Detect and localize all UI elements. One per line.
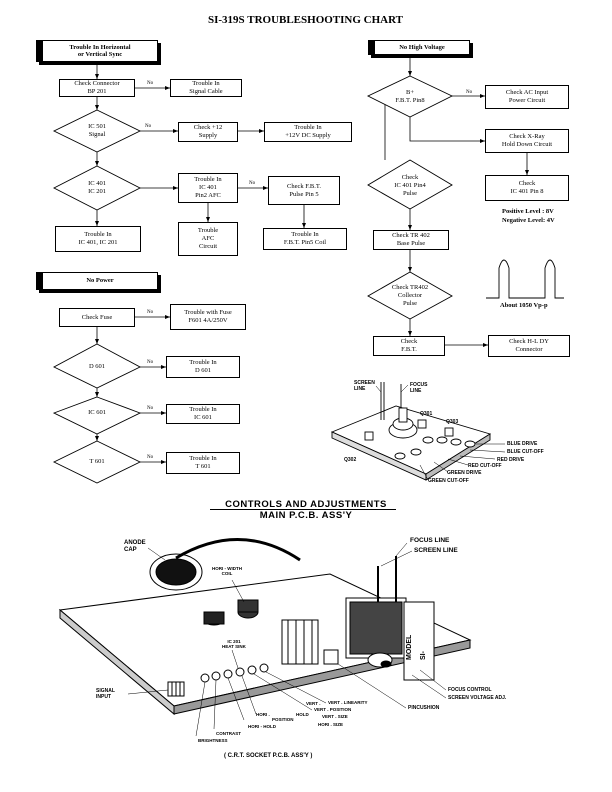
no-label: No [147,360,154,365]
check-hl-dy-box: Check H-L DY Connector [488,335,570,357]
vert-linearity-label: VERT . LINEARITY [328,700,368,705]
controls-subheading: MAIN P.C.B. ASS'Y [259,510,353,521]
trouble-t601-box: Trouble In T 601 [166,452,240,474]
trouble-12v-box: Trouble In +12V DC Supply [264,122,352,142]
q302-label: Q302 [344,457,357,463]
diamond-bplus [366,75,454,118]
trouble-d601-box: Trouble In D 601 [166,356,240,378]
hori-width-coil-label: HORI - WIDTH COIL [212,566,242,576]
t601-label: T 601 [89,458,105,466]
vert-size-label: VERT . SIZE [322,714,348,719]
si-label: SI- [420,651,427,660]
heading-underline [210,509,396,510]
check-ic401-pin8-box: Check IC 401 Pin 8 [485,175,569,201]
header-no-power-label: No Power [86,277,114,285]
crt-socket-label: ( C.R.T. SOCKET P.C.B. ASS'Y ) [224,753,313,759]
no-label: No [147,310,154,315]
diamond-ic401 [53,165,141,211]
no-label: No [466,90,473,95]
no-label: No [147,455,154,460]
check-12-supply-box: Check +12 Supply [178,122,238,142]
red-cutoff-label: RED CUT-OFF [468,463,502,469]
model-label: MODEL [406,634,413,660]
header-sync-label: Trouble In Horizontal or Vertical Sync [69,43,131,58]
header-sync-trouble: Trouble In Horizontal or Vertical Sync [36,40,158,62]
q301-label: Q301 [420,411,433,417]
vert-position-label: VERT . POSITION [314,707,352,712]
green-cutoff-label: GREEN CUT-OFF [428,478,469,484]
header-no-power: No Power [36,272,158,290]
trouble-fuse-box: Trouble with Fuse F601 4A/250V [170,304,246,330]
no-label: No [147,81,154,86]
ic201-heat-sink-label: IC 201 HEAT SINK [222,639,246,649]
positive-level-text: Positive Level : 8V [502,208,554,215]
page-title: SI-319S TROUBLESHOOTING CHART [208,14,404,26]
check-xray-box: Check X-Ray Hold Down Circuit [485,129,569,153]
trouble-ic401-pin2-box: Trouble In IC 401 Pin2 AFC [178,173,238,203]
pincushion-label: PINCUSHION [408,705,440,711]
hori-position-label: POSITION [272,717,294,722]
header-no-high-voltage: No High Voltage [368,40,470,55]
brightness-label: BRIGHTNESS [198,738,228,743]
green-drive-label: GREEN DRIVE [447,470,482,476]
blue-cutoff-label: BLUE CUT-OFF [507,449,544,455]
check-fbt-box: Check F.B.T. [373,336,445,356]
negative-level-text: Negative Level: 4V [502,217,555,224]
screen-voltage-adj-label: SCREEN VOLTAGE ADJ. [448,695,507,701]
crt-focus-line-label: FOCUS LINE [410,382,428,394]
ic401-ic201-label: IC 401 IC 201 [88,180,106,195]
vert-label: VERT . [306,701,321,706]
trouble-signal-cable-box: Trouble In Signal Cable [170,79,242,97]
trouble-ic401-ic201-box: Trouble In IC 401, IC 201 [55,226,141,252]
diamond-t601 [52,440,142,484]
diamond-ic501 [52,109,142,153]
no-label: No [249,181,256,186]
red-drive-label: RED DRIVE [497,457,525,463]
q303-label: Q303 [446,419,459,425]
ic601-label: IC 601 [88,409,106,417]
bplus-label: B+ F.B.T. Pin8 [395,89,425,104]
header-hv-label: No High Voltage [399,43,445,51]
hori-label: HORI . [256,712,270,717]
about-vpp-text: About 1050 Vp-p [500,302,548,309]
ic501-signal-label: IC 501 Signal [88,123,106,138]
no-label: No [147,406,154,411]
tr402-collector-label: Check TR402 Collector Pulse [391,284,429,307]
check-fbt-pin5-box: Check F.B.T. Pulse Pin 5 [268,176,340,205]
trouble-fbt-pin5-box: Trouble In F.B.T. Pin5 Coil [263,228,347,250]
hori-size-label: HORI . SIZE [318,722,344,727]
check-tr402-box: Check TR 402 Base Pulse [373,230,449,250]
pulse-waveform [486,259,564,299]
ic401-pin4-label: Check IC 401 Pin4 Pulse [394,174,426,197]
diamond-ic601 [52,396,142,435]
trouble-afc-box: Trouble AFC Circuit [178,222,238,256]
diamond-ic401-pin4 [367,159,453,210]
check-connector-box: Check Connector BP 201 [59,79,135,97]
focus-line-label: FOCUS LINE [410,537,450,544]
diamond-d601 [53,343,141,389]
controls-heading: CONTROLS AND ADJUSTMENTS [225,499,387,510]
check-fuse-box: Check Fuse [59,308,135,327]
hold-label: HOLD [296,712,309,717]
screen-line-label: SCREEN LINE [414,547,458,554]
no-label: No [145,124,152,129]
blue-drive-label: BLUE DRIVE [507,441,538,447]
check-ac-input-box: Check AC Input Power Circuit [485,85,569,109]
trouble-ic601-box: Trouble In IC 601 [166,404,240,424]
d601-label: D 601 [88,363,106,371]
anode-cap-label: ANODE CAP [124,540,146,553]
contrast-label: CONTRAST [216,731,241,736]
diamond-tr402-collector [367,271,453,320]
signal-input-label: SIGNAL INPUT [96,688,115,700]
crt-screen-line-label: SCREEN LINE [354,380,375,392]
focus-control-label: FOCUS CONTROL [448,687,492,693]
hori-hold-label: HORI - HOLD [248,724,276,729]
